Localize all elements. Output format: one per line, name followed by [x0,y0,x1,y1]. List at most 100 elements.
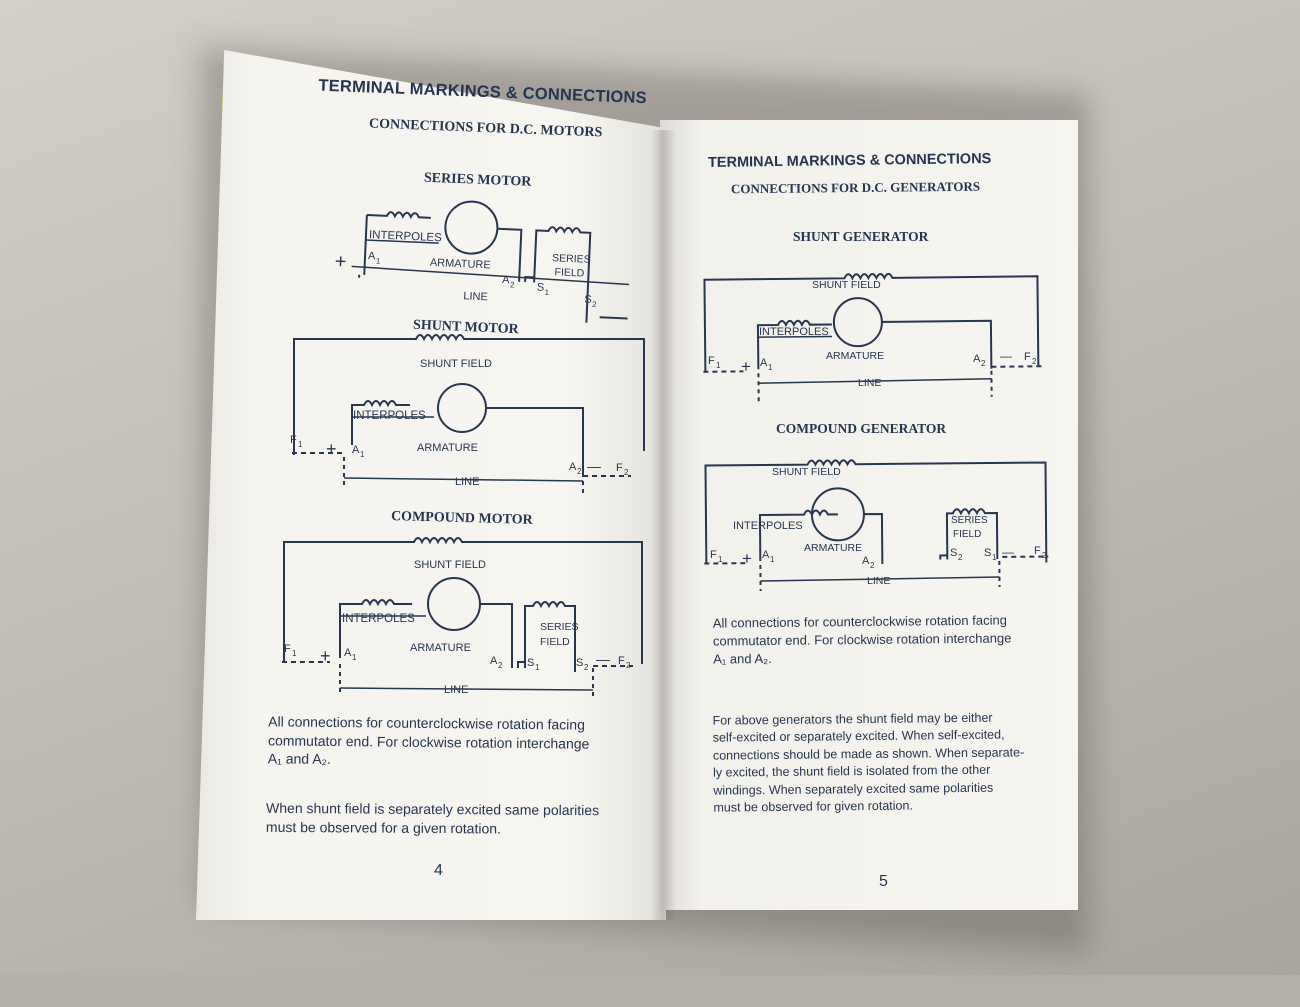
shunt-gen-f2-sub: 2 [1032,357,1037,366]
right-note-excitation: For above generators the shunt field may… [712,709,1024,817]
compound-motor-f1-sub: 1 [292,649,297,658]
compound-gen-minus-sign: — [1002,545,1014,559]
left-note-line: must be observed for a given rotation. [266,817,599,838]
compound-motor-a1-sub: 1 [352,653,357,662]
compound-gen-a1-label: A [762,549,770,561]
shunt-motor-diagram: SHUNT FIELD INTERPOLES ARMATURE LINE F 1… [282,335,637,495]
compound-motor-line-label: LINE [444,684,468,696]
compound-gen-s1-label: S [984,547,991,559]
compound-gen-fieldbox-label: FIELD [953,529,981,540]
compound-motor-a1-label: A [344,647,352,659]
shunt-motor-line-label: LINE [455,476,479,488]
series-interpoles-label: INTERPOLES [369,229,443,244]
compound-gen-a2-sub: 2 [870,561,875,570]
compound-generator-diagram: SHUNT FIELD INTERPOLES ARMATURE SERIES F… [702,452,1054,592]
shunt-motor-f2-sub: 2 [624,468,629,477]
shunt-motor-plus-sign: + [326,439,337,459]
right-page-subtitle: CONNECTIONS FOR D.C. GENERATORS [731,179,980,198]
shunt-motor-f1-label: F [290,434,297,446]
compound-motor-fieldbox-label: FIELD [540,636,570,648]
left-note-line: A₁ and A₂. [268,749,590,771]
shunt-gen-line-label: LINE [858,377,881,389]
shunt-gen-interpoles-label: INTERPOLES [759,326,829,338]
compound-motor-s1-label: S [527,657,534,669]
series-a1-sub: 1 [376,256,381,265]
series-field-label: FIELD [554,266,585,279]
series-line-label: LINE [463,290,488,303]
right-note-line: windings. When separately excited same p… [713,779,1024,800]
left-note-polarity: When shunt field is separately excited s… [266,799,599,838]
compound-motor-f2-label: F [618,655,625,667]
compound-gen-interpoles-label: INTERPOLES [733,520,803,532]
shunt-motor-a1-sub: 1 [360,450,365,459]
right-note-line: commutator end. For clockwise rotation i… [713,629,1012,650]
series-a2-sub: 2 [510,280,515,289]
compound-gen-a1-sub: 1 [770,555,775,564]
shunt-gen-a1-label: A [760,357,768,369]
shunt-motor-a2-sub: 2 [577,467,582,476]
compound-gen-line-label: LINE [867,575,890,587]
series-s1-sub: 1 [544,288,549,297]
compound-gen-f1-sub: 1 [718,555,723,564]
shunt-motor-interpoles-label: INTERPOLES [353,410,426,422]
series-armature-label: ARMATURE [430,257,491,272]
compound-motor-interpoles-label: INTERPOLES [342,613,415,625]
shunt-gen-a2-sub: 2 [981,359,986,368]
compound-gen-f1-label: F [710,549,717,561]
compound-gen-a2-label: A [862,555,870,567]
right-page-number: 5 [879,873,888,891]
compound-motor-s2-sub: 2 [584,663,589,672]
compound-gen-series-label: SERIES [951,515,988,526]
shunt-motor-minus-sign: — [587,458,601,474]
left-note-line: When shunt field is separately excited s… [266,799,599,820]
shunt-gen-field-label: SHUNT FIELD [812,279,881,291]
shunt-motor-f1-sub: 1 [298,440,303,449]
left-page-number: 4 [434,862,443,880]
shunt-gen-minus-sign: — [1000,349,1012,363]
left-note-rotation: All connections for counterclockwise rot… [268,712,590,771]
shunt-gen-f2-label: F [1024,351,1031,363]
compound-gen-f2-label: F [1034,545,1041,557]
shunt-gen-a2-label: A [973,353,981,365]
series-s2-sub: 2 [592,300,597,309]
compound-gen-armature-label: ARMATURE [804,542,862,554]
shunt-motor-a1-label: A [352,444,360,456]
compound-generator-heading: COMPOUND GENERATOR [776,421,946,437]
compound-gen-s2-label: S [950,547,957,559]
compound-motor-f2-sub: 2 [626,661,631,670]
series-plus-sign: + [334,251,347,273]
compound-gen-plus-sign: + [742,549,752,568]
series-s1-label: S [537,282,545,294]
left-page-title: TERMINAL MARKINGS & CONNECTIONS [318,77,647,109]
compound-motor-diagram: SHUNT FIELD INTERPOLES ARMATURE SERIES F… [278,540,638,700]
compound-gen-s1-sub: 1 [992,553,997,562]
right-note-line: must be observed for given rotation. [713,796,1024,817]
shunt-gen-a1-sub: 1 [768,363,773,372]
shunt-gen-f1-sub: 1 [716,361,721,370]
shunt-motor-armature-label: ARMATURE [417,442,478,454]
series-s2-label: S [584,294,592,306]
right-note-line: A₁ and A₂. [713,647,1012,668]
shunt-gen-armature-label: ARMATURE [826,350,884,362]
right-note-rotation: All connections for counterclockwise rot… [713,611,1012,668]
series-series-label: SERIES [552,252,591,266]
compound-motor-s2-label: S [576,657,583,669]
shunt-generator-heading: SHUNT GENERATOR [793,229,928,245]
compound-motor-plus-sign: + [320,646,331,666]
shunt-motor-field-label: SHUNT FIELD [420,358,492,370]
compound-motor-s1-sub: 1 [535,663,540,672]
compound-motor-series-label: SERIES [540,621,579,633]
compound-motor-armature-label: ARMATURE [410,642,471,654]
shunt-generator-diagram: SHUNT FIELD INTERPOLES ARMATURE LINE F 1… [700,262,1050,402]
compound-motor-f1-label: F [284,643,291,655]
compound-gen-f2-sub: 2 [1042,551,1047,560]
series-motor-diagram: INTERPOLES ARMATURE SERIES FIELD LINE + … [330,200,630,330]
shunt-gen-f1-label: F [708,355,715,367]
shunt-motor-a2-label: A [569,461,577,473]
compound-motor-a2-label: A [490,655,498,667]
shunt-motor-f2-label: F [616,462,623,474]
left-page-subtitle: CONNECTIONS FOR D.C. MOTORS [369,117,603,142]
compound-motor-a2-sub: 2 [498,661,503,670]
compound-motor-minus-sign: — [596,651,610,667]
